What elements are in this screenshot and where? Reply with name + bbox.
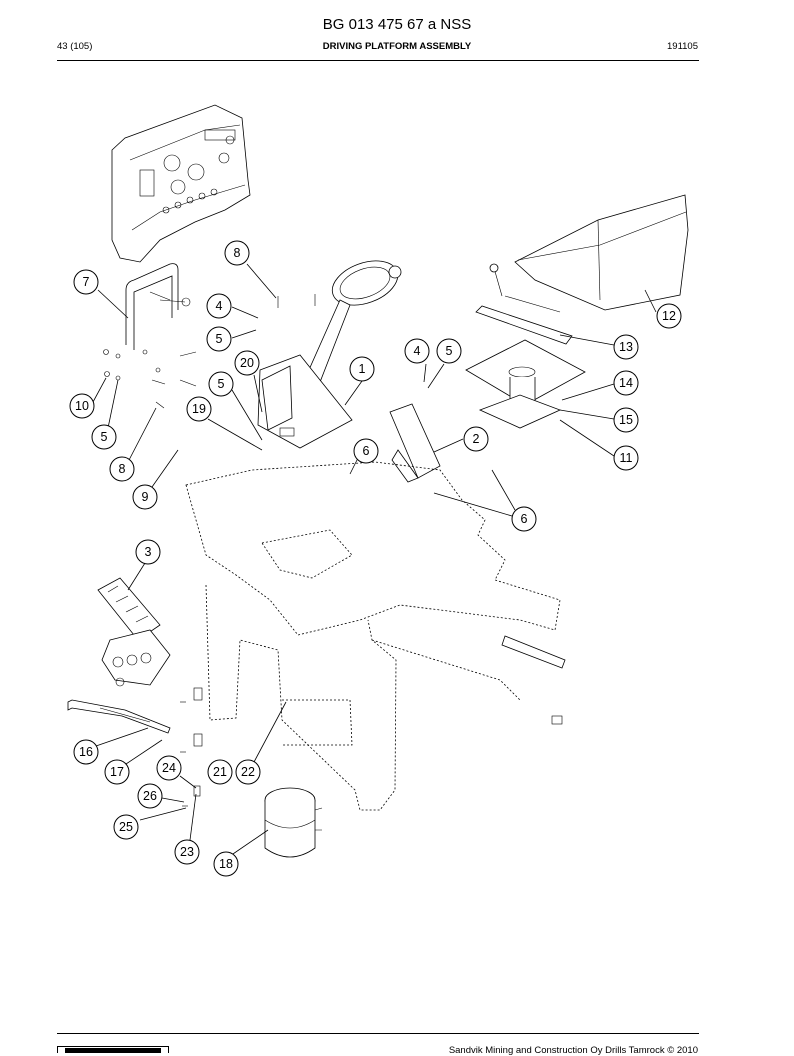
date-code: 191105	[667, 41, 698, 52]
callout-15: 15	[613, 407, 639, 433]
callout-5: 5	[208, 371, 234, 397]
callout-3: 3	[135, 539, 161, 565]
svg-text:8: 8	[119, 462, 126, 476]
svg-text:2: 2	[473, 432, 480, 446]
svg-text:16: 16	[79, 745, 93, 759]
svg-text:3: 3	[145, 545, 152, 559]
svg-text:4: 4	[414, 344, 421, 358]
platform-frame-drawing	[185, 461, 566, 811]
page-number: 43 (105)	[57, 41, 93, 52]
fasteners-lower-drawing	[180, 687, 203, 807]
instrument-panel-drawing	[111, 104, 251, 263]
callout-5: 5	[436, 338, 462, 364]
svg-text:5: 5	[446, 344, 453, 358]
svg-text:6: 6	[363, 444, 370, 458]
svg-text:17: 17	[110, 765, 124, 779]
svg-text:7: 7	[83, 275, 90, 289]
callout-4: 4	[404, 338, 430, 364]
callout-4: 4	[206, 293, 232, 319]
section-title: DRIVING PLATFORM ASSEMBLY	[322, 41, 472, 52]
svg-text:5: 5	[218, 377, 225, 391]
callout-2: 2	[463, 426, 489, 452]
handrail-drawing	[125, 263, 191, 350]
svg-text:25: 25	[119, 820, 133, 834]
leader-lines	[92, 263, 657, 857]
header-divider	[57, 60, 699, 61]
seat-drawing	[465, 194, 689, 429]
callout-14: 14	[613, 370, 639, 396]
svg-text:15: 15	[619, 413, 633, 427]
callout-25: 25	[113, 814, 139, 840]
svg-text:5: 5	[216, 332, 223, 346]
callout-24: 24	[156, 755, 182, 781]
callout-6: 6	[353, 438, 379, 464]
callout-1: 1	[349, 356, 375, 382]
svg-text:19: 19	[192, 402, 206, 416]
callout-26: 26	[137, 783, 163, 809]
waste-bin-drawing	[264, 787, 323, 858]
svg-text:18: 18	[219, 857, 233, 871]
callout-16: 16	[73, 739, 99, 765]
callout-6: 6	[511, 506, 537, 532]
callout-17: 17	[104, 759, 130, 785]
pedal-drawing	[389, 403, 441, 483]
svg-text:21: 21	[213, 765, 227, 779]
callout-23: 23	[174, 839, 200, 865]
callout-8: 8	[224, 240, 250, 266]
callout-19: 19	[186, 396, 212, 422]
callout-22: 22	[235, 759, 261, 785]
callout-11: 11	[613, 445, 639, 471]
trim-strip-drawing	[67, 699, 171, 734]
svg-text:6: 6	[521, 512, 528, 526]
svg-text:9: 9	[142, 490, 149, 504]
callout-5: 5	[91, 424, 117, 450]
callout-8: 8	[109, 456, 135, 482]
callout-13: 13	[613, 334, 639, 360]
svg-text:14: 14	[619, 376, 633, 390]
svg-text:20: 20	[240, 356, 254, 370]
callout-20: 20	[234, 350, 260, 376]
callout-5: 5	[206, 326, 232, 352]
svg-text:10: 10	[75, 399, 89, 413]
callout-18: 18	[213, 851, 239, 877]
footer-divider	[57, 1033, 699, 1034]
svg-text:13: 13	[619, 340, 633, 354]
fasteners-left-drawing	[103, 294, 316, 409]
callout-10: 10	[69, 393, 95, 419]
svg-text:12: 12	[662, 309, 676, 323]
control-valve-drawing	[97, 577, 171, 687]
svg-text:8: 8	[234, 246, 241, 260]
callout-21: 21	[207, 759, 233, 785]
svg-text:5: 5	[101, 430, 108, 444]
document-title: BG 013 475 67 a NSS	[322, 16, 472, 33]
svg-text:24: 24	[162, 761, 176, 775]
svg-text:23: 23	[180, 845, 194, 859]
sandvik-logo	[57, 1046, 169, 1053]
callout-7: 7	[73, 269, 99, 295]
callout-9: 9	[132, 484, 158, 510]
svg-text:22: 22	[241, 765, 255, 779]
svg-text:26: 26	[143, 789, 157, 803]
steering-column-drawing	[257, 260, 402, 449]
svg-text:1: 1	[359, 362, 366, 376]
callout-12: 12	[656, 303, 682, 329]
svg-text:11: 11	[620, 451, 633, 465]
svg-text:4: 4	[216, 299, 223, 313]
footer-copyright: Sandvik Mining and Construction Oy Drill…	[448, 1045, 698, 1056]
